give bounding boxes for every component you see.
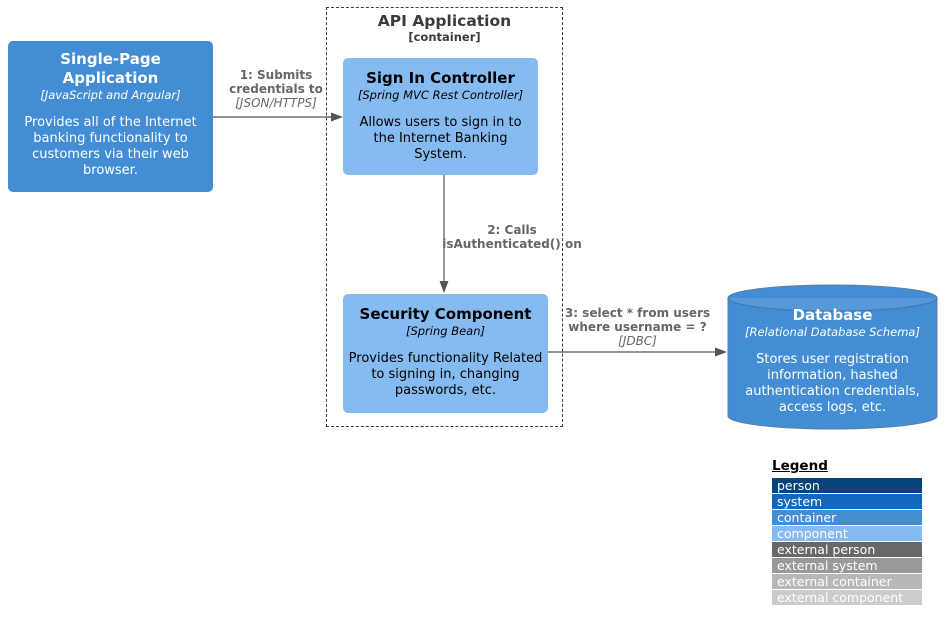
legend-item-external-system: external system [772, 558, 922, 573]
legend-item-external-person: external person [772, 542, 922, 557]
legend-item-container: container [772, 510, 922, 525]
relationship-label-1: 1: Submits credentials to [JSON/HTTPS] [218, 68, 334, 110]
boundary-subtitle: [container] [408, 30, 481, 44]
element-title: Sign In Controller [366, 69, 515, 87]
legend-item-person: person [772, 478, 922, 493]
database-cylinder-rim [727, 297, 938, 312]
element-subtitle: [JavaScript and Angular] [40, 88, 181, 102]
legend-item-system: system [772, 494, 922, 509]
relationship-label-2: 2: Calls isAuthenticated() on [429, 223, 595, 251]
relationship-label-3: 3: select * from users where username = … [555, 306, 720, 348]
boundary-api-application: API Application [container] [326, 7, 563, 427]
relationship-technology: [JSON/HTTPS] [235, 96, 317, 110]
database-cylinder-body [727, 284, 938, 430]
element-description: Provides functionality Related to signin… [348, 351, 543, 398]
relationship-text: 1: Submits credentials to [229, 68, 323, 96]
legend-item-external-container: external container [772, 574, 922, 589]
database-cylinder-icon [727, 284, 938, 430]
element-description: Allows users to sign in to the Internet … [359, 115, 522, 162]
database-text: Database [Relational Database Schema] St… [727, 284, 938, 416]
legend: Legend person system container component… [772, 458, 922, 606]
element-security-component: Security Component [Spring Bean] Provide… [343, 294, 548, 413]
element-description: Stores user registration information, ha… [745, 352, 920, 415]
element-database: Database [Relational Database Schema] St… [727, 284, 938, 430]
relationship-text: 2: Calls isAuthenticated() on [442, 223, 582, 251]
element-sign-in-controller: Sign In Controller [Spring MVC Rest Cont… [343, 58, 538, 175]
element-subtitle: [Relational Database Schema] [745, 325, 920, 339]
element-subtitle: [Spring Bean] [405, 324, 486, 338]
relationship-text: 3: select * from users where username = … [564, 306, 711, 334]
arrowhead-right-icon [715, 347, 727, 357]
element-single-page-application: Single-Page Application [JavaScript and … [8, 41, 213, 192]
element-title: Database [792, 306, 873, 324]
element-description: Provides all of the Internet banking fun… [24, 115, 197, 178]
element-title: Security Component [359, 305, 532, 323]
boundary-title: API Application [377, 12, 512, 30]
element-title: Single-Page Application [60, 50, 161, 87]
element-subtitle: [Spring MVC Rest Controller] [357, 88, 524, 102]
relationship-technology: [JDBC] [618, 334, 657, 348]
legend-title: Legend [772, 458, 828, 474]
legend-item-external-component: external component [772, 590, 922, 605]
legend-item-component: component [772, 526, 922, 541]
